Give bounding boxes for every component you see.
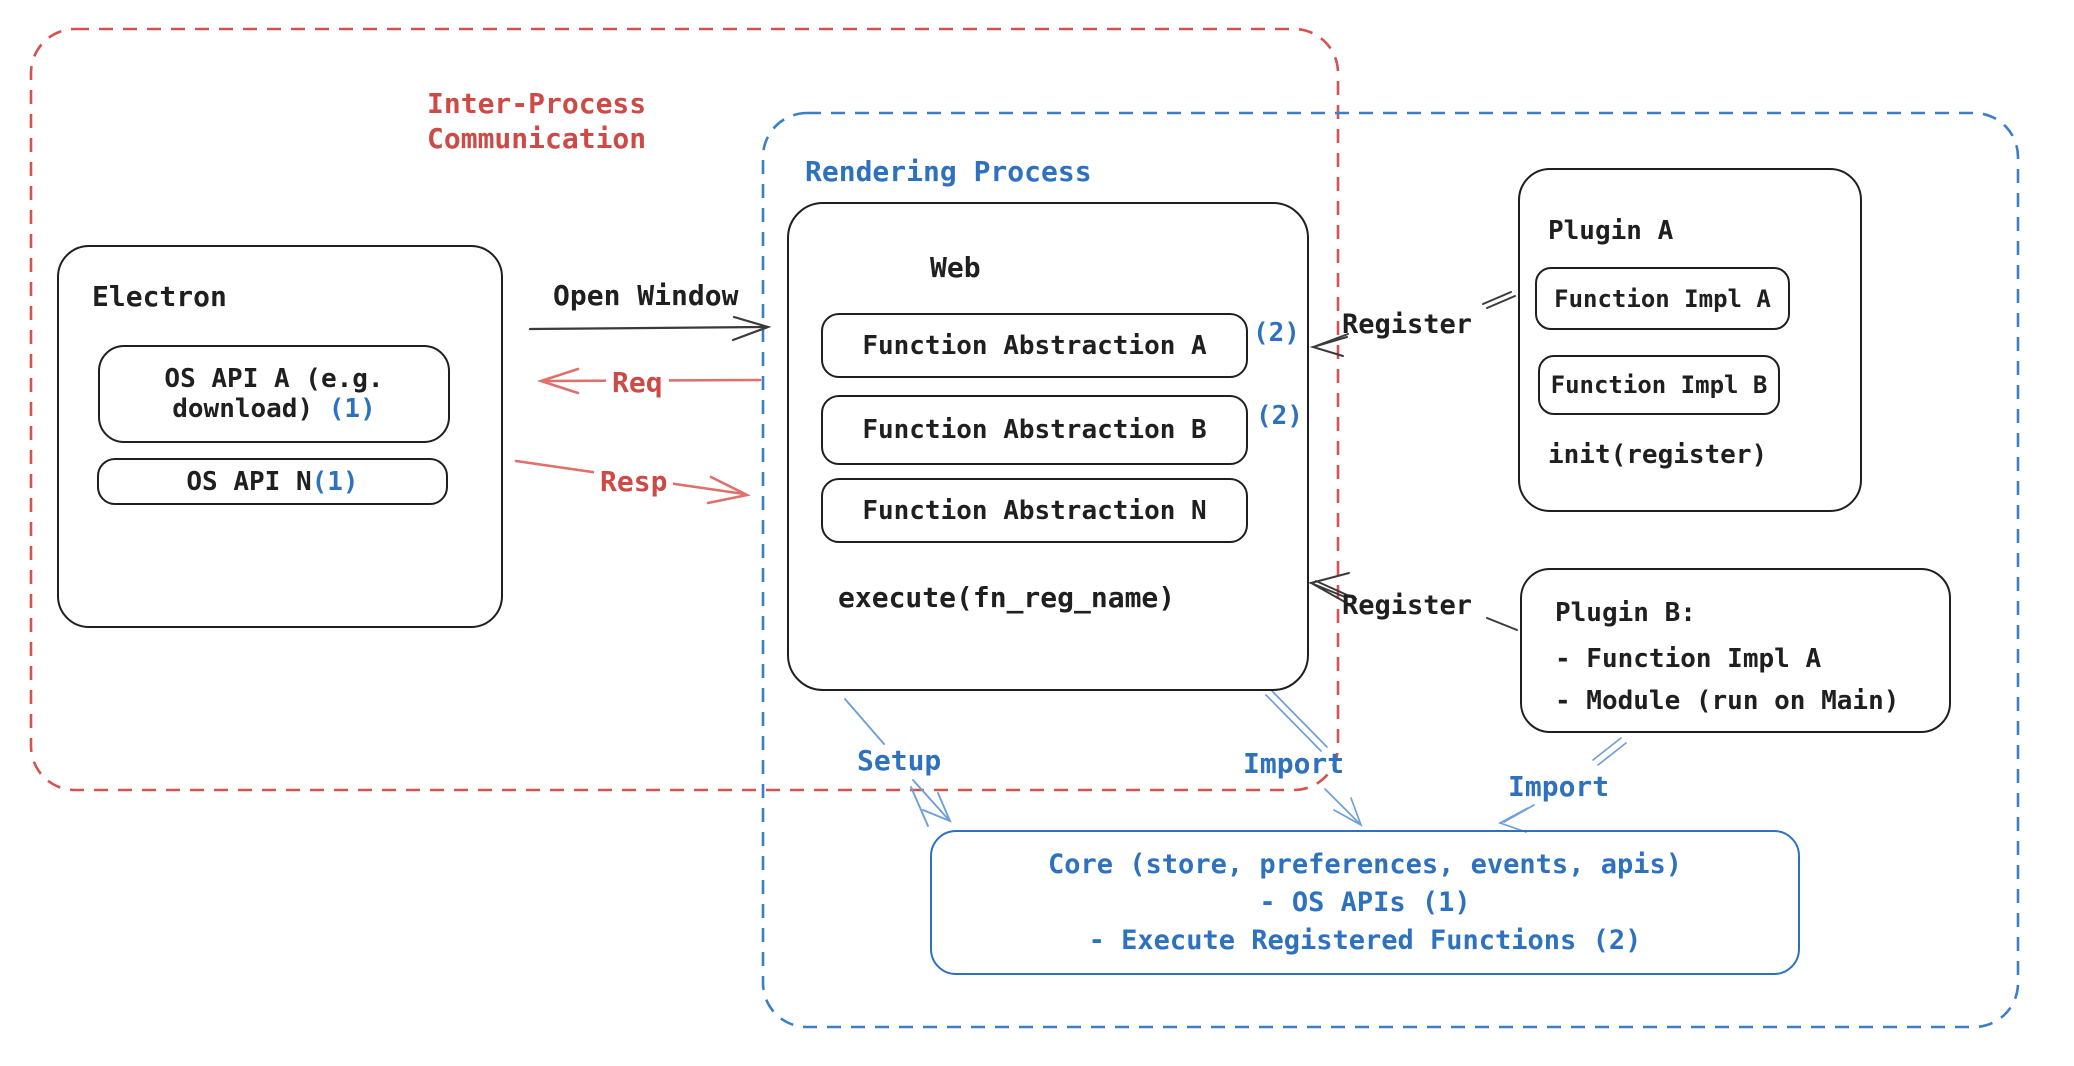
function-impl-b-box: Function Impl B: [1538, 355, 1780, 415]
core-line-1: Core (store, preferences, events, apis): [1048, 849, 1682, 880]
core-box: Core (store, preferences, events, apis) …: [930, 830, 1800, 975]
rendering-region-border: [761, 111, 2020, 1029]
electron-title: Electron: [92, 280, 227, 313]
os-api-a-label-line2: download): [172, 394, 314, 424]
os-api-a-label-line1: OS API A (e.g.: [164, 364, 384, 394]
function-abstraction-b-label: Function Abstraction B: [862, 415, 1207, 445]
open-window-label: Open Window: [553, 279, 739, 312]
function-impl-a-label: Function Impl A: [1554, 284, 1771, 313]
web-execute-label: execute(fn_reg_name): [838, 581, 1176, 614]
register-top-label: Register: [1342, 309, 1473, 340]
web-box: [787, 202, 1309, 691]
os-api-a-box: OS API A (e.g. download) (1): [98, 345, 450, 443]
os-api-n-badge: (1): [311, 466, 359, 497]
setup-arrow-icon: [844, 698, 952, 827]
os-api-n-label: OS API N: [186, 466, 312, 497]
function-abstraction-a-badge: (2): [1253, 318, 1300, 348]
register-top-arrow-icon: [1309, 291, 1516, 357]
rendering-region-label: Rendering Process: [805, 155, 1092, 188]
function-impl-b-label: Function Impl B: [1550, 371, 1768, 399]
plugin-b-title: Plugin B:: [1555, 598, 1696, 628]
setup-label: Setup: [857, 744, 942, 777]
plugin-a-title: Plugin A: [1548, 216, 1674, 246]
os-api-a-line2-row: download) (1): [172, 394, 376, 424]
import-left-label: Import: [1243, 747, 1345, 780]
core-line-2: - OS APIs (1): [1259, 887, 1471, 918]
resp-label: Resp: [594, 465, 674, 499]
import-right-label: Import: [1508, 770, 1610, 803]
plugin-b-item-1: - Function Impl A: [1555, 644, 1822, 674]
function-abstraction-n-box: Function Abstraction N: [821, 478, 1248, 543]
function-abstraction-n-label: Function Abstraction N: [862, 495, 1207, 526]
electron-box: [57, 245, 503, 628]
os-api-n-box: OS API N (1): [97, 458, 448, 505]
function-abstraction-a-label: Function Abstraction A: [862, 330, 1207, 361]
register-bottom-label: Register: [1342, 590, 1473, 621]
os-api-a-badge: (1): [328, 394, 376, 424]
function-abstraction-b-box: Function Abstraction B: [821, 395, 1248, 465]
function-abstraction-b-badge: (2): [1256, 401, 1303, 431]
open-window-arrow-icon: [528, 315, 772, 342]
register-bottom-arrow-icon: [1307, 572, 1518, 631]
import-right-arrow-icon: [1497, 737, 1627, 833]
plugin-a-box: [1518, 168, 1862, 512]
core-line-3: - Execute Registered Functions (2): [1088, 925, 1642, 956]
req-label: Req: [606, 366, 669, 400]
ipc-region-border: [29, 27, 1340, 792]
plugin-b-box: [1520, 568, 1951, 733]
function-abstraction-a-box: Function Abstraction A: [821, 313, 1248, 378]
plugin-a-init-label: init(register): [1548, 440, 1768, 470]
plugin-b-item-2: - Module (run on Main): [1555, 686, 1900, 716]
import-left-arrow-icon: [1265, 690, 1363, 827]
function-impl-a-box: Function Impl A: [1535, 267, 1790, 330]
web-title: Web: [930, 251, 981, 284]
